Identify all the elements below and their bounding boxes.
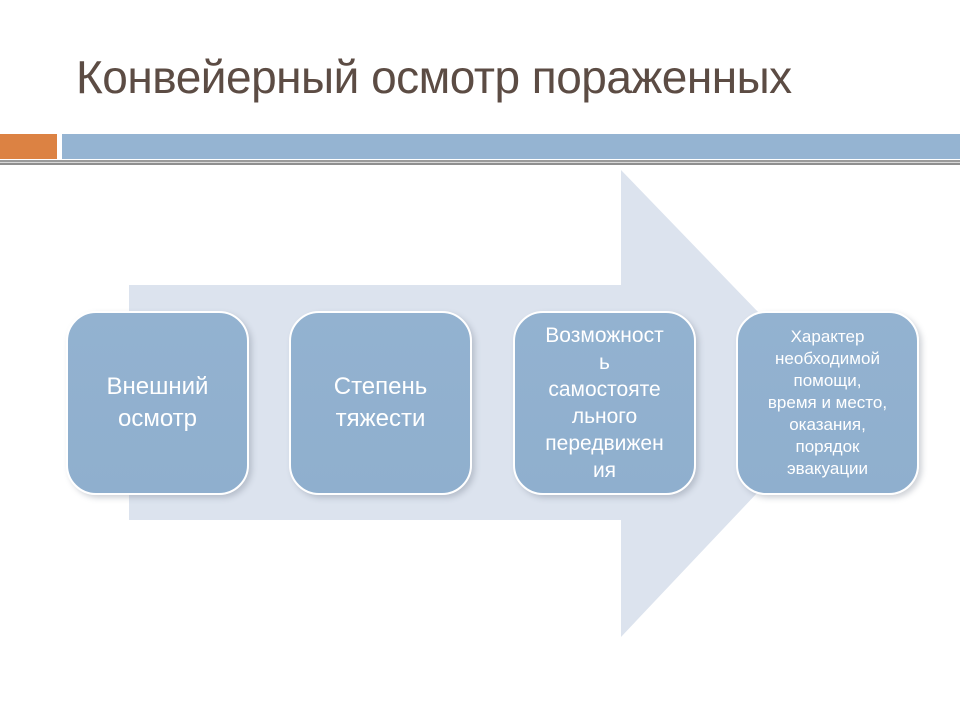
step-box-external-inspection: Внешний осмотр xyxy=(66,311,249,495)
step-box-required-help-evacuation: Характер необходимой помощи, время и мес… xyxy=(736,311,919,495)
accent-bar-orange xyxy=(0,134,57,159)
step-box-self-movement-ability: Возможност ь самостояте льного передвиже… xyxy=(513,311,696,495)
accent-bar-blue xyxy=(62,134,960,159)
slide-title: Конвейерный осмотр пораженных xyxy=(76,51,792,103)
step-label-external-inspection: Внешний осмотр xyxy=(106,373,209,432)
step-label-self-movement-ability: Возможност ь самостояте льного передвиже… xyxy=(545,324,664,482)
step-label-severity-degree: Степень тяжести xyxy=(333,373,428,432)
divider-line xyxy=(0,160,960,165)
step-label-required-help-evacuation: Характер необходимой помощи, время и мес… xyxy=(767,327,888,478)
step-box-severity-degree: Степень тяжести xyxy=(289,311,472,495)
